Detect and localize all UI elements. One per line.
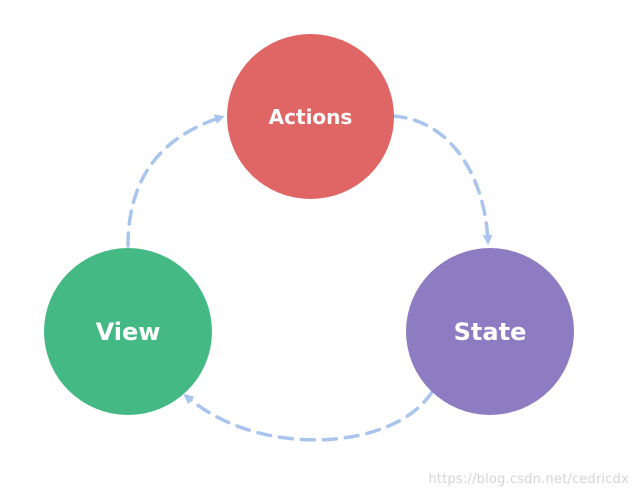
arrow-actions-to-state xyxy=(391,114,493,245)
state-node: State xyxy=(406,248,574,415)
arrow-state-to-view xyxy=(183,390,434,442)
actions-node-label: Actions xyxy=(268,104,353,129)
watermark-text: https://blog.csdn.net/cedricdx xyxy=(428,472,629,487)
view-node-label: View xyxy=(95,317,161,346)
view-node: View xyxy=(44,248,212,415)
actions-node: Actions xyxy=(227,34,394,199)
arrow-view-to-actions xyxy=(126,114,225,248)
state-node-label: State xyxy=(453,317,527,346)
